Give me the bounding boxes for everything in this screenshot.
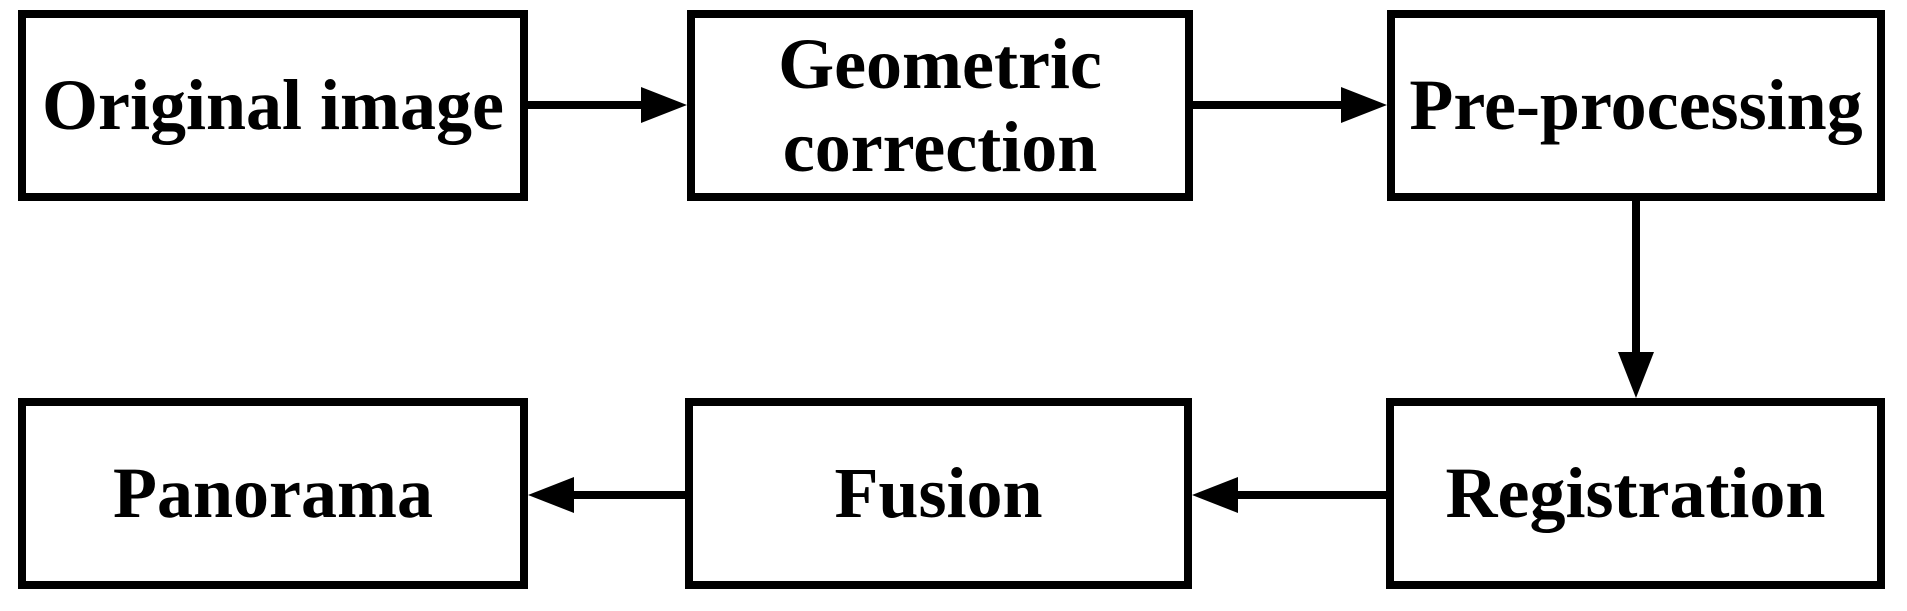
node-original-image: Original image [18,10,528,201]
node-panorama: Panorama [18,398,528,589]
node-fusion-label: Fusion [834,453,1043,534]
arrow-registration-to-fusion [1192,477,1386,513]
node-registration-label: Registration [1445,453,1826,534]
node-registration: Registration [1386,398,1885,589]
node-pre-processing-label: Pre-processing [1409,65,1863,146]
node-pre-processing: Pre-processing [1387,10,1885,201]
node-geometric-correction: Geometric correction [687,10,1193,201]
node-fusion: Fusion [685,398,1192,589]
node-panorama-label: Panorama [113,453,433,534]
arrow-original-image-to-geometric-correction [528,87,687,123]
arrow-fusion-to-panorama [528,477,685,513]
node-geometric-correction-label: Geometric correction [778,23,1102,187]
arrow-pre-processing-to-registration [1618,201,1654,398]
node-original-image-label: Original image [42,65,504,146]
arrow-geometric-correction-to-pre-processing [1193,87,1387,123]
